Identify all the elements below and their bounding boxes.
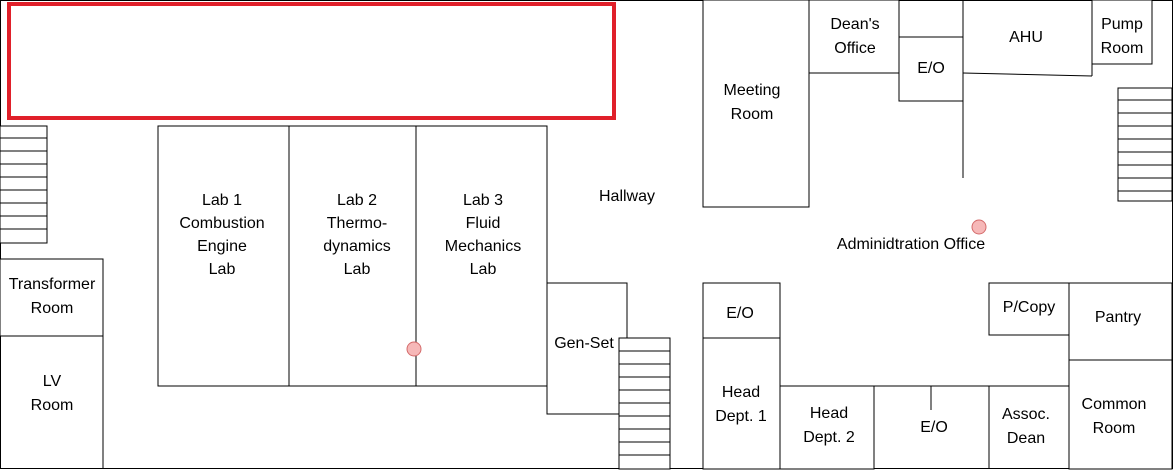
- label-line: Dean's: [830, 16, 879, 33]
- label-line: Room: [731, 106, 774, 123]
- room-transformer: [0, 258, 104, 337]
- label-line: Dept. 1: [715, 408, 767, 425]
- room-ahu-wall: [962, 72, 1093, 77]
- label-line: Head: [722, 384, 760, 401]
- label-line: Transformer: [9, 276, 96, 293]
- label-line: E/O: [920, 419, 948, 436]
- label-line: Room: [1093, 420, 1136, 437]
- label-line: P/Copy: [1003, 299, 1055, 316]
- label-line: Adminidtration Office: [837, 236, 985, 253]
- label-line: Assoc.: [1002, 406, 1050, 423]
- stairs-middle: [618, 337, 671, 470]
- label-admin-office: Adminidtration Office: [837, 236, 985, 253]
- label-line: Room: [31, 397, 74, 414]
- label-line: Pump: [1101, 16, 1143, 33]
- room-eo-mid: [702, 282, 781, 339]
- label-eo-top: E/O: [917, 60, 945, 77]
- label-line: E/O: [726, 305, 754, 322]
- room-pcopy: [988, 282, 1070, 336]
- label-line: Lab: [209, 261, 236, 278]
- label-line: Pantry: [1095, 309, 1141, 326]
- label-line: E/O: [917, 60, 945, 77]
- location-marker-lab: [406, 341, 422, 357]
- room-eo-top: [898, 36, 964, 102]
- location-marker-admin: [971, 219, 987, 235]
- stairs-left: [0, 125, 48, 244]
- room-pantry: [1068, 282, 1173, 361]
- label-line: Lab 1: [202, 192, 242, 209]
- label-pantry: Pantry: [1095, 309, 1141, 326]
- label-line: Mechanics: [445, 238, 521, 255]
- label-line: Lab 2: [337, 192, 377, 209]
- label-line: Thermo-: [327, 215, 387, 232]
- label-line: Lab: [470, 261, 497, 278]
- label-gen-set: Gen-Set: [554, 335, 614, 352]
- labs-block: [157, 125, 548, 387]
- label-hallway: Hallway: [599, 188, 655, 205]
- label-line: dynamics: [323, 238, 391, 255]
- label-assoc-dean: Assoc. Dean: [1002, 406, 1050, 447]
- label-line: Engine: [197, 238, 247, 255]
- label-line: Meeting: [724, 82, 781, 99]
- label-line: Lab: [344, 261, 371, 278]
- label-line: Room: [31, 300, 74, 317]
- label-ahu: AHU: [1009, 29, 1043, 46]
- label-line: Lab 3: [463, 192, 503, 209]
- label-line: Hallway: [599, 188, 655, 205]
- label-eo-mid: E/O: [726, 305, 754, 322]
- label-line: Dean: [1007, 430, 1045, 447]
- label-line: Combustion: [179, 215, 264, 232]
- label-line: Office: [834, 40, 876, 57]
- label-line: Fluid: [466, 215, 501, 232]
- room-pump: [1091, 0, 1153, 65]
- room-deans-office: [808, 0, 900, 74]
- label-line: Room: [1101, 40, 1144, 57]
- label-line: Gen-Set: [554, 335, 614, 352]
- room-head-dept-1: [702, 337, 781, 470]
- highlighted-area: [7, 2, 616, 120]
- label-line: Common: [1082, 396, 1147, 413]
- label-line: Head: [810, 405, 848, 422]
- label-line: LV: [43, 373, 62, 390]
- room-common: [1068, 359, 1173, 470]
- label-eo-bottom: E/O: [920, 419, 948, 436]
- label-pcopy: P/Copy: [1003, 299, 1055, 316]
- label-line: AHU: [1009, 29, 1043, 46]
- room-gen-set: [546, 282, 628, 415]
- room-meeting: [702, 0, 810, 208]
- label-lv: LV Room: [31, 373, 74, 414]
- stairs-right: [1117, 87, 1173, 202]
- room-head-dept-2: [779, 385, 875, 470]
- label-line: Dept. 2: [803, 429, 855, 446]
